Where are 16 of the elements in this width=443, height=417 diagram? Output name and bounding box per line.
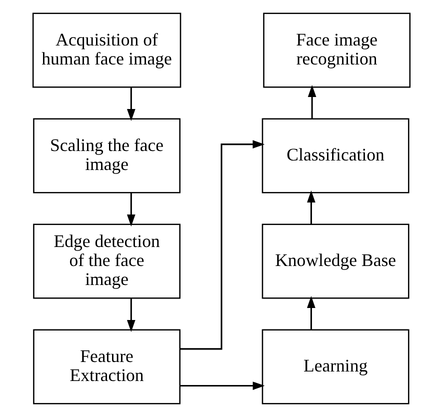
arrow (308, 85, 316, 119)
arrow (180, 140, 265, 350)
node-box: Face image recognition (263, 12, 411, 88)
node-box: Learning (262, 329, 410, 404)
node-box: Edge detection of the face image (33, 224, 180, 299)
arrow (180, 382, 265, 390)
node-box: Feature Extraction (33, 329, 180, 404)
node-box: Classification (262, 118, 410, 194)
node-box: Scaling the face image (33, 118, 180, 194)
arrow (126, 192, 136, 226)
node-box: Knowledge Base (262, 224, 410, 299)
arrow (307, 296, 316, 330)
arrow (126, 87, 136, 122)
arrow (307, 190, 316, 224)
node-box: Acquisition of human face image (32, 12, 182, 88)
arrow (126, 298, 136, 332)
